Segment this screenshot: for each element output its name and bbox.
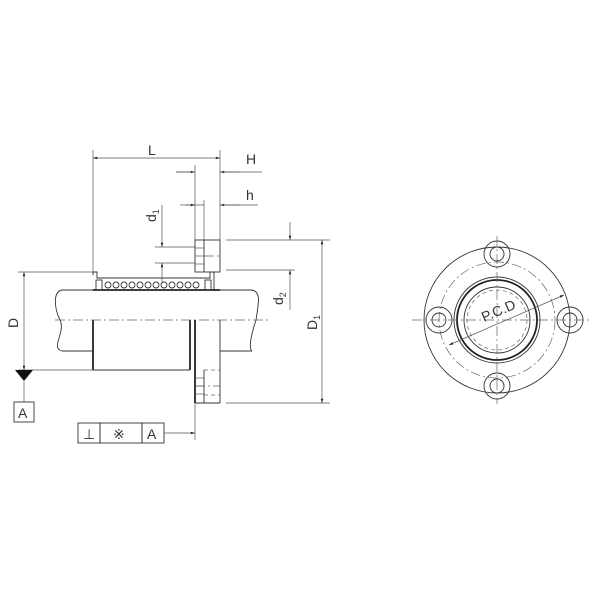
label-D1: D1: [304, 315, 322, 330]
label-H: H: [246, 151, 256, 167]
pcd-dimension-line: [448, 294, 565, 346]
datum-label: A: [18, 405, 28, 421]
label-d1: d1: [143, 209, 161, 222]
dimension-D1: D1: [226, 240, 330, 404]
front-view: P.C.D ·: [412, 176, 590, 404]
label-D: D: [5, 318, 21, 328]
feature-control-frame: ⊥ ※ A: [77, 422, 195, 444]
svg-text:·: ·: [415, 176, 417, 182]
flange-top: [194, 239, 221, 273]
ball-row: [104, 281, 200, 289]
dimension-L: L: [92, 142, 221, 275]
label-d2: d2: [270, 292, 288, 305]
dimension-h: h: [180, 187, 258, 240]
perpendicularity-symbol-icon: ⊥: [83, 426, 95, 442]
tolerance-symbol-icon: ※: [113, 426, 125, 442]
label-L: L: [148, 142, 156, 158]
dimension-D: D: [5, 271, 93, 371]
pcd-label: P.C.D: [479, 296, 518, 325]
dimension-H: H: [176, 151, 262, 240]
shaft: [54, 289, 270, 352]
datum-triangle-icon: [15, 370, 33, 381]
datum-reference: A: [147, 426, 157, 442]
datum-A: A: [13, 370, 35, 423]
label-h: h: [246, 187, 254, 203]
bearing-body: [92, 271, 220, 371]
dimension-d1: d1: [143, 205, 195, 285]
dimension-d2: d2: [226, 222, 330, 310]
side-view: L H h d1: [5, 142, 330, 444]
flange-bottom: [194, 320, 221, 440]
